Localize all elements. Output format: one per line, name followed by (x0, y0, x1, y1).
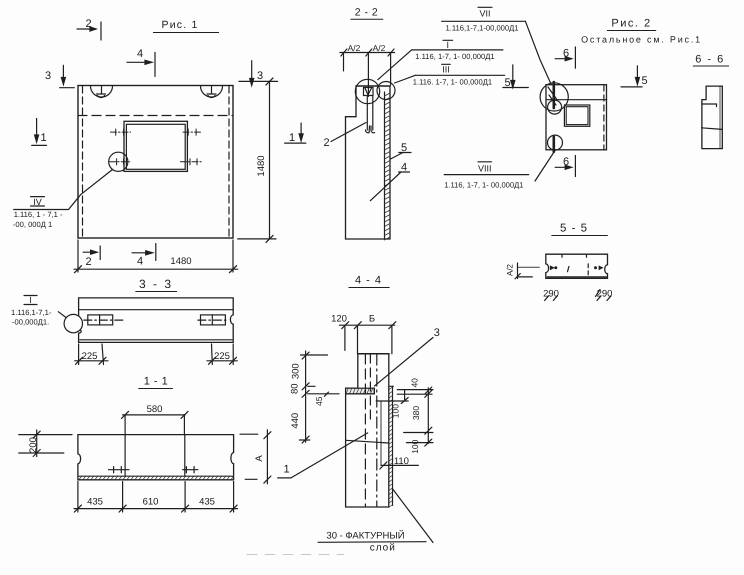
svg-text:А/2: А/2 (506, 263, 515, 276)
svg-text:6: 6 (563, 156, 569, 168)
svg-text:Рис. 2: Рис. 2 (611, 18, 651, 30)
svg-text:290: 290 (543, 289, 559, 300)
svg-text:А: А (254, 455, 265, 462)
svg-text:4: 4 (137, 48, 143, 60)
svg-text:435: 435 (199, 497, 215, 508)
svg-text:100: 100 (391, 404, 401, 418)
svg-text:А/2: А/2 (348, 43, 361, 53)
svg-text:1: 1 (283, 464, 289, 476)
svg-text:5: 5 (641, 75, 647, 87)
svg-text:2: 2 (85, 18, 91, 30)
svg-text:6: 6 (563, 48, 569, 60)
svg-text:1: 1 (289, 132, 295, 144)
svg-text:5: 5 (401, 142, 407, 154)
svg-text:1.116,1-7,1-: 1.116,1-7,1- (11, 308, 52, 317)
svg-text:Рис. 1: Рис. 1 (162, 19, 199, 31)
svg-text:Остальное см. Рис.1: Остальное см. Рис.1 (581, 35, 702, 45)
svg-text:30 - ФАКТУРНЫЙ: 30 - ФАКТУРНЫЙ (326, 530, 404, 542)
svg-text:1.116,1-7,1-00,000Д1: 1.116,1-7,1-00,000Д1 (446, 24, 519, 33)
svg-text:300: 300 (290, 363, 301, 379)
svg-text:1480: 1480 (170, 256, 191, 267)
svg-text:3: 3 (45, 70, 51, 82)
svg-text:380: 380 (411, 406, 421, 420)
svg-text:1: 1 (40, 132, 46, 144)
svg-text:IV: IV (33, 197, 42, 207)
svg-text:110: 110 (394, 456, 409, 467)
svg-text:1 - 1: 1 - 1 (144, 376, 169, 388)
svg-text:А/2: А/2 (373, 43, 386, 53)
svg-text:4: 4 (137, 256, 143, 268)
svg-text:-00, 000Д 1: -00, 000Д 1 (13, 220, 52, 229)
svg-text:580: 580 (147, 404, 163, 415)
svg-text:-00,000Д1.: -00,000Д1. (12, 318, 49, 327)
svg-text:2: 2 (323, 137, 329, 149)
svg-text:1.116, 1-7, 1- 00,000Д1: 1.116, 1-7, 1- 00,000Д1 (444, 181, 523, 190)
svg-text:слой: слой (370, 543, 396, 554)
svg-text:435: 435 (87, 497, 103, 508)
svg-text:1.116. 1-7, 1- 00,000Д1: 1.116. 1-7, 1- 00,000Д1 (413, 78, 492, 87)
svg-text:6 - 6: 6 - 6 (695, 54, 725, 66)
svg-text:200: 200 (28, 437, 39, 453)
svg-text:III: III (442, 65, 450, 75)
svg-text:610: 610 (143, 497, 159, 508)
svg-text:100: 100 (410, 439, 420, 453)
svg-text:VII: VII (479, 9, 490, 19)
svg-text:5 - 5: 5 - 5 (560, 223, 588, 235)
svg-text:120: 120 (331, 314, 347, 325)
svg-text:1.116, 1 - 7,1 -: 1.116, 1 - 7,1 - (14, 210, 63, 219)
svg-text:4 - 4: 4 - 4 (355, 275, 382, 287)
svg-text:VIII: VIII (478, 164, 492, 174)
svg-text:5: 5 (504, 77, 510, 89)
svg-text:290: 290 (597, 289, 613, 300)
svg-text:1480: 1480 (256, 155, 267, 176)
svg-text:I: I (29, 295, 32, 305)
svg-text:225: 225 (82, 351, 98, 362)
svg-text:3 - 3: 3 - 3 (139, 277, 173, 291)
svg-text:225: 225 (214, 351, 230, 362)
svg-text:3: 3 (434, 327, 440, 339)
svg-text:40: 40 (409, 378, 419, 388)
svg-text:1.116, 1-7, 1- 00,000Д1: 1.116, 1-7, 1- 00,000Д1 (415, 52, 494, 61)
svg-text:3: 3 (257, 70, 263, 82)
svg-text:45: 45 (314, 396, 324, 406)
svg-text:4: 4 (401, 162, 407, 174)
svg-text:2: 2 (85, 256, 91, 268)
svg-text:Б: Б (369, 314, 375, 325)
svg-text:2 - 2: 2 - 2 (355, 7, 379, 19)
svg-text:80: 80 (290, 383, 301, 394)
svg-text:440: 440 (290, 413, 301, 429)
svg-text:I: I (446, 40, 449, 50)
